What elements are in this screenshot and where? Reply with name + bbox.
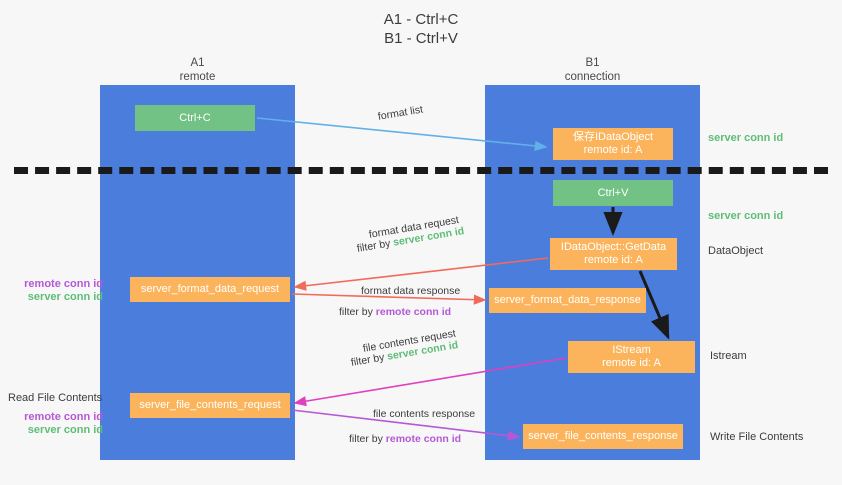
box-server-format-data-request[interactable]: server_format_data_request	[130, 277, 290, 302]
side-label-write-file-contents: Write File Contents	[710, 431, 804, 443]
arrow-label-format-data-response-filter: filter by remote conn id	[339, 306, 451, 319]
title-line-1: A1 - Ctrl+C	[383, 11, 459, 28]
arrow-label-file-contents-response: file contents response	[373, 408, 475, 421]
side-label-conn-ids-bottom: remote conn id server conn id	[8, 411, 103, 437]
side-label-server-conn-id-1: server conn id	[27, 291, 103, 303]
box-istream-line2: remote id: A	[602, 357, 661, 369]
box-server-format-data-response-label: server_format_data_response	[494, 294, 641, 306]
box-ctrl-v-label: Ctrl+V	[597, 186, 629, 199]
side-label-remote-conn-id-2: remote conn id	[24, 411, 103, 423]
arrow-label-format-data-response-text: format data response	[361, 285, 461, 297]
side-label-server-conn-id-2: server conn id	[27, 424, 103, 436]
filter-prefix: filter by	[356, 236, 395, 255]
column-b1-sub: connection	[564, 70, 621, 83]
filter-prefix: filter by	[349, 433, 386, 445]
box-server-file-contents-request[interactable]: server_file_contents_request	[130, 393, 290, 418]
box-server-file-contents-request-label: server_file_contents_request	[139, 399, 281, 411]
box-getdata-line1: IDataObject::GetData	[560, 241, 667, 253]
filter-prefix: filter by	[350, 350, 389, 369]
page-title: A1 - Ctrl+C B1 - Ctrl+V	[0, 10, 842, 48]
side-label-istream: Istream	[710, 350, 747, 362]
column-a1-name: A1	[190, 57, 205, 69]
arrow-label-format-data-response: format data response	[361, 285, 460, 298]
arrow-label-format-list-text: format list	[377, 103, 424, 123]
column-a1-sub: remote	[179, 70, 216, 83]
filter-prefix: filter by	[339, 306, 376, 318]
filter-value-remote-conn-id: remote conn id	[375, 306, 452, 318]
box-server-format-data-request-label: server_format_data_request	[140, 283, 280, 295]
box-ctrl-c-label: Ctrl+C	[179, 111, 211, 124]
column-header-b1: B1 connection	[485, 57, 700, 84]
dashed-divider	[14, 167, 828, 174]
box-server-format-data-response[interactable]: server_format_data_response	[489, 288, 646, 313]
side-label-read-file-contents: Read File Contents	[8, 392, 103, 404]
box-ctrl-c[interactable]: Ctrl+C	[135, 105, 255, 131]
column-header-a1: A1 remote	[100, 57, 295, 84]
box-idataobject-line2: remote id: A	[583, 144, 643, 156]
box-server-file-contents-response-label: server_file_contents_response	[528, 430, 678, 442]
arrow-label-format-list: format list	[377, 103, 424, 123]
title-line-2: B1 - Ctrl+V	[384, 30, 458, 47]
box-idataobject-line1: 保存IDataObject	[572, 131, 654, 143]
box-server-file-contents-response[interactable]: server_file_contents_response	[523, 424, 683, 449]
arrow-label-file-contents-response-text: file contents response	[373, 408, 476, 420]
side-label-remote-conn-id-1: remote conn id	[24, 278, 103, 290]
box-ctrl-v[interactable]: Ctrl+V	[553, 180, 673, 206]
side-label-server-conn-id-mid: server conn id	[708, 210, 784, 222]
side-label-conn-ids-top: remote conn id server conn id	[8, 278, 103, 304]
side-label-dataobject: DataObject	[708, 245, 764, 257]
box-istream[interactable]: IStream remote id: A	[568, 341, 695, 373]
box-getdata-line2: remote id: A	[584, 254, 643, 266]
box-istream-line1: IStream	[612, 344, 651, 356]
filter-value-remote-conn-id: remote conn id	[385, 433, 462, 445]
arrow-label-file-contents-response-filter: filter by remote conn id	[349, 433, 461, 446]
box-idataobject-getdata[interactable]: IDataObject::GetData remote id: A	[550, 238, 677, 270]
side-label-server-conn-id-top: server conn id	[708, 132, 784, 144]
column-b1-name: B1	[585, 57, 600, 69]
box-idataobject[interactable]: 保存IDataObject remote id: A	[553, 128, 673, 160]
